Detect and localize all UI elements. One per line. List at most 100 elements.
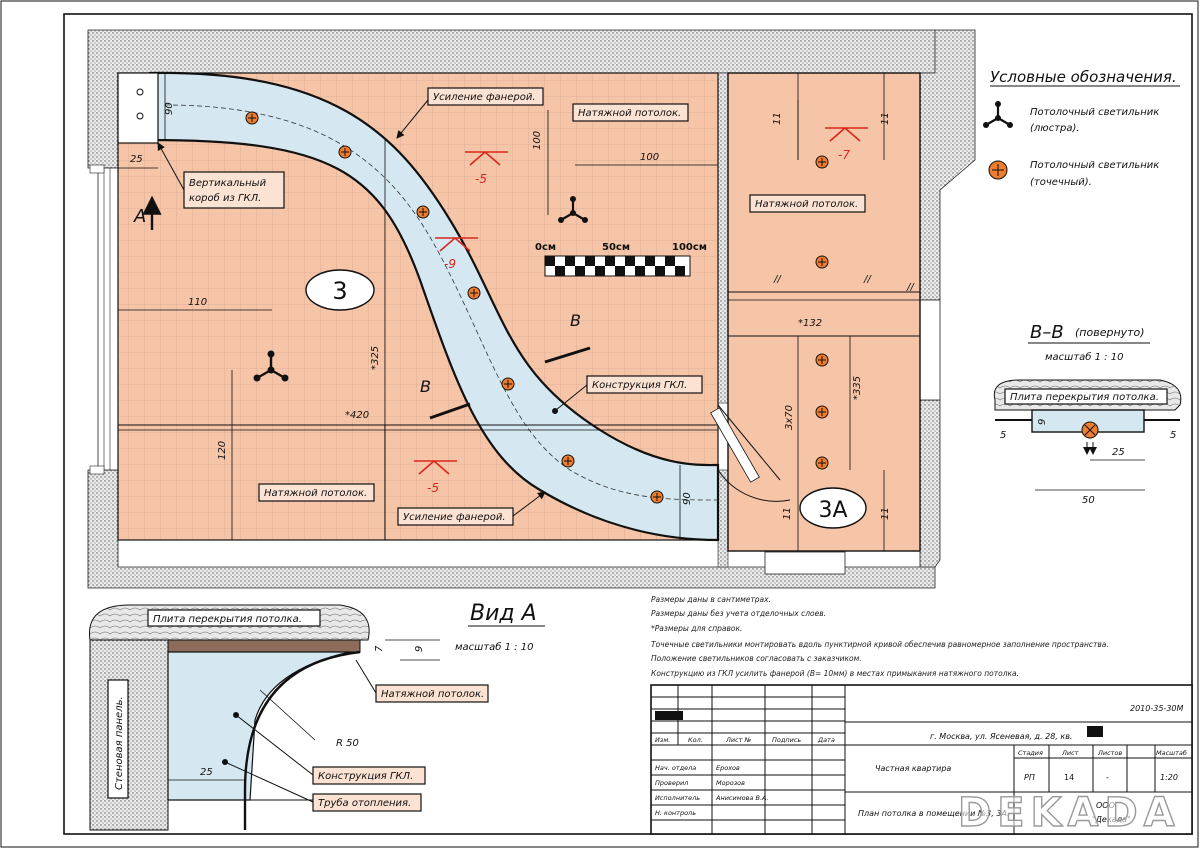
stretch-ceiling-label-3a: Натяжной потолок. bbox=[755, 199, 858, 210]
gkl-construction-label: Конструкция ГКЛ. bbox=[592, 380, 687, 391]
view-a-pipe-label: Труба отопления. bbox=[318, 797, 411, 809]
view-a-panel-label: Стеновая панель. bbox=[114, 696, 125, 790]
dim-120: 120 bbox=[217, 441, 228, 460]
tb-project: Частная квартира bbox=[875, 764, 951, 773]
tb-col-data: Дата bbox=[817, 736, 835, 744]
view-a-title: Вид А bbox=[470, 601, 537, 626]
tb-sheet-title: План потолка в помещении №3, 3А. bbox=[858, 809, 1009, 818]
section-bb-subtitle: (повернуто) bbox=[1075, 326, 1145, 339]
title-block: 2010-35-30М г. Москва, ул. Ясеневая, д. … bbox=[650, 684, 1193, 835]
bb-dim-5-left: 5 bbox=[1000, 430, 1006, 441]
vertical-box-label-2: короб из ГКЛ. bbox=[189, 192, 261, 204]
spot-light-icon bbox=[815, 255, 829, 269]
scale-bar-square bbox=[555, 266, 565, 276]
legend-title: Условные обозначения. bbox=[990, 68, 1177, 86]
section-mark-b: В В bbox=[420, 311, 591, 420]
tb-sheets-hdr: Листов bbox=[1097, 749, 1122, 757]
view-a: Вид А масштаб 1 : 10 Плита перекрытия по… bbox=[89, 601, 545, 831]
view-a-dim-9: 9 bbox=[414, 646, 425, 652]
general-notes: Размеры даны в сантиметрах. Размеры даны… bbox=[651, 595, 1109, 678]
bb-dim-50: 50 bbox=[1082, 495, 1095, 506]
dimension-lines bbox=[118, 73, 920, 540]
scale-bar-square bbox=[565, 256, 575, 266]
view-a-stretch-label: Натяжной потолок. bbox=[381, 689, 484, 700]
window-frame bbox=[97, 167, 119, 471]
section-mark-a-label: А bbox=[133, 206, 146, 227]
section-mark-b-label-1: В bbox=[570, 311, 581, 330]
level-value: -7 bbox=[838, 148, 850, 162]
room-3a-ceiling bbox=[727, 72, 921, 552]
dim-11-top-right: 11 bbox=[880, 112, 891, 125]
dim-mark: // bbox=[773, 274, 782, 285]
scale-bar-square bbox=[605, 256, 615, 266]
view-a-dim-r50: R 50 bbox=[336, 738, 359, 749]
room-3a-number: 3А bbox=[818, 498, 847, 523]
dim-90-top: 90 bbox=[164, 102, 175, 115]
scale-bar-square bbox=[645, 256, 655, 266]
stretch-ceiling-label: Натяжной потолок. bbox=[578, 108, 681, 119]
tb-name-3: Анисимова В.А. bbox=[715, 794, 769, 802]
note-6: Конструкцию из ГКЛ усилить фанерой (В= 1… bbox=[651, 669, 1019, 678]
tb-col-list: Лист № bbox=[725, 736, 752, 744]
view-a-slab-label: Плита перекрытия потолка. bbox=[153, 614, 302, 625]
tb-col-podpis: Подпись bbox=[772, 736, 801, 744]
spot-light-icon bbox=[650, 490, 664, 504]
spot-light-icon bbox=[815, 456, 829, 470]
scale-bar-square bbox=[675, 266, 685, 276]
tb-code: 2010-35-30М bbox=[1130, 704, 1183, 713]
section-bb-title: В–В bbox=[1030, 322, 1064, 343]
dim-335: *335 bbox=[852, 376, 863, 400]
tb-org-2: "Декада" bbox=[1092, 815, 1131, 824]
scale-bar-square bbox=[585, 256, 595, 266]
tb-address: г. Москва, ул. Ясеневая, д. 28, кв. bbox=[930, 732, 1072, 741]
tb-role-1: Нач. отдела bbox=[655, 764, 696, 772]
dim-420: *420 bbox=[345, 410, 369, 421]
legend-chandelier-line1: Потолочный светильник bbox=[1030, 107, 1159, 118]
spot-light-icon bbox=[988, 160, 1008, 180]
level-value: -5 bbox=[475, 172, 487, 186]
room-3-number: 3 bbox=[332, 277, 347, 305]
tb-scale-hdr: Масштаб bbox=[1156, 749, 1187, 757]
chandelier-icon bbox=[983, 101, 1013, 128]
level-value: -5 bbox=[427, 481, 439, 495]
scale-bar-100: 100см bbox=[672, 242, 707, 253]
view-a-scale: масштаб 1 : 10 bbox=[455, 641, 533, 653]
tb-col-kol: Кол. bbox=[688, 736, 703, 744]
spot-light-icon bbox=[467, 286, 481, 300]
dim-25: 25 bbox=[130, 154, 143, 165]
sheet-border-inner bbox=[63, 13, 1193, 835]
level-value: -9 bbox=[444, 257, 456, 271]
tb-name-1: Ерохов bbox=[716, 764, 740, 772]
tb-sheets: - bbox=[1106, 773, 1109, 782]
note-5: Положение светильников согласовать с зак… bbox=[651, 654, 862, 663]
plywood-label-bottom: Усиление фанерой. bbox=[403, 512, 506, 523]
scale-bar-square bbox=[575, 266, 585, 276]
scale-bar: 0см 50см 100см bbox=[535, 242, 707, 277]
section-bb-scale: масштаб 1 : 10 bbox=[1045, 351, 1123, 363]
scale-bar-square bbox=[635, 266, 645, 276]
tb-org-1: ООО bbox=[1096, 801, 1115, 810]
tb-sheet-hdr: Лист bbox=[1061, 749, 1079, 757]
window-frame-right bbox=[919, 299, 941, 401]
gkl-curved-construction bbox=[148, 71, 720, 542]
spot-light-icon bbox=[815, 405, 829, 419]
legend-chandelier-line2: (люстра). bbox=[1030, 123, 1080, 134]
section-bb: В–В (повернуто) масштаб 1 : 10 Плита пер… bbox=[993, 322, 1182, 506]
note-2: Размеры даны без учета отделочных слоев. bbox=[651, 609, 826, 618]
legend-spot-line2: (точечный). bbox=[1030, 177, 1092, 188]
spot-light-icon bbox=[416, 205, 430, 219]
chandelier-icon bbox=[558, 196, 588, 223]
spot-light-icon bbox=[501, 377, 515, 391]
note-4: Точечные светильники монтировать вдоль п… bbox=[651, 640, 1109, 649]
tb-col-izm: Изм. bbox=[655, 736, 670, 744]
legend-spot-line1: Потолочный светильник bbox=[1030, 160, 1159, 171]
dim-100-h: 100 bbox=[640, 152, 659, 163]
bb-dim-25: 25 bbox=[1112, 447, 1125, 458]
level-mark: -5 bbox=[414, 459, 457, 495]
scale-bar-square bbox=[545, 256, 555, 266]
dim-100-v: 100 bbox=[532, 131, 543, 150]
spot-light-icon bbox=[815, 155, 829, 169]
scale-bar-square bbox=[595, 266, 605, 276]
section-mark-b-label-2: В bbox=[420, 377, 431, 396]
